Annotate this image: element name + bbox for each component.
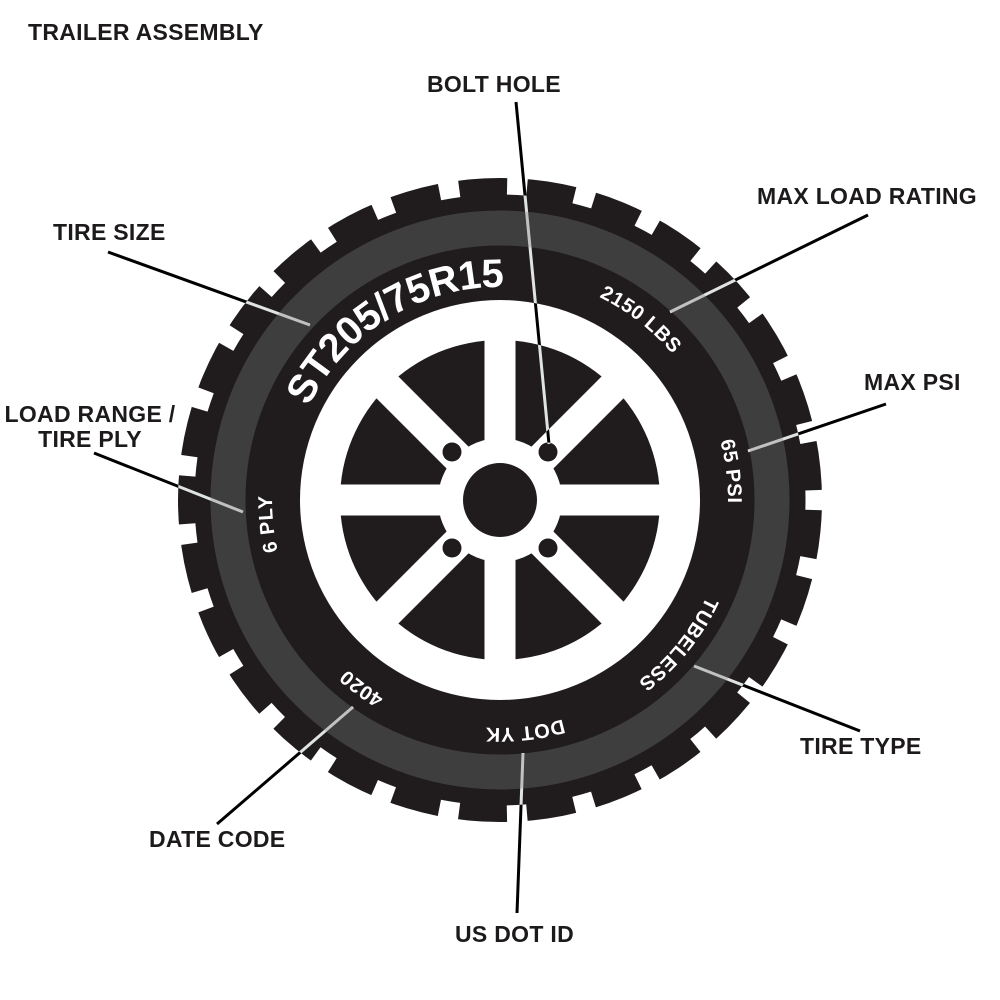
bolt-hole-bottom-left (442, 538, 462, 558)
bolt-hole-top-left (442, 442, 462, 462)
leader-date-code (216, 705, 354, 826)
tire (177, 177, 823, 823)
callout-tire-size: TIRE SIZE (53, 219, 166, 245)
page-title: TRAILER ASSEMBLY (28, 19, 264, 45)
leader-tire-size (107, 250, 311, 327)
leader-lines (93, 101, 887, 914)
bolt-hole-top-right (538, 442, 558, 462)
leader-bolt-hole (514, 101, 551, 445)
leader-us-dot-id (515, 752, 525, 914)
callout-load-range-line1: LOAD RANGE / (4, 401, 176, 427)
callout-max-load-rating: MAX LOAD RATING (757, 183, 978, 209)
callout-load-range: LOAD RANGE / TIRE PLY (0, 402, 180, 452)
callout-bolt-hole: BOLT HOLE (427, 71, 561, 97)
callout-max-psi: MAX PSI (864, 369, 961, 395)
leader-max-psi (747, 402, 887, 453)
callout-us-dot-id: US DOT ID (455, 921, 574, 947)
callout-date-code: DATE CODE (149, 826, 286, 852)
tread-notches (177, 177, 823, 823)
leader-max-load-rating (669, 213, 869, 314)
callout-tire-type: TIRE TYPE (800, 733, 922, 759)
bolt-hole-bottom-right (538, 538, 558, 558)
leader-tire-type (693, 664, 861, 733)
leader-load-range (93, 451, 244, 514)
callout-load-range-line2: TIRE PLY (38, 426, 142, 452)
sidewall-ring (210, 210, 790, 790)
bolt-holes (442, 442, 558, 558)
center-hub (463, 463, 537, 537)
